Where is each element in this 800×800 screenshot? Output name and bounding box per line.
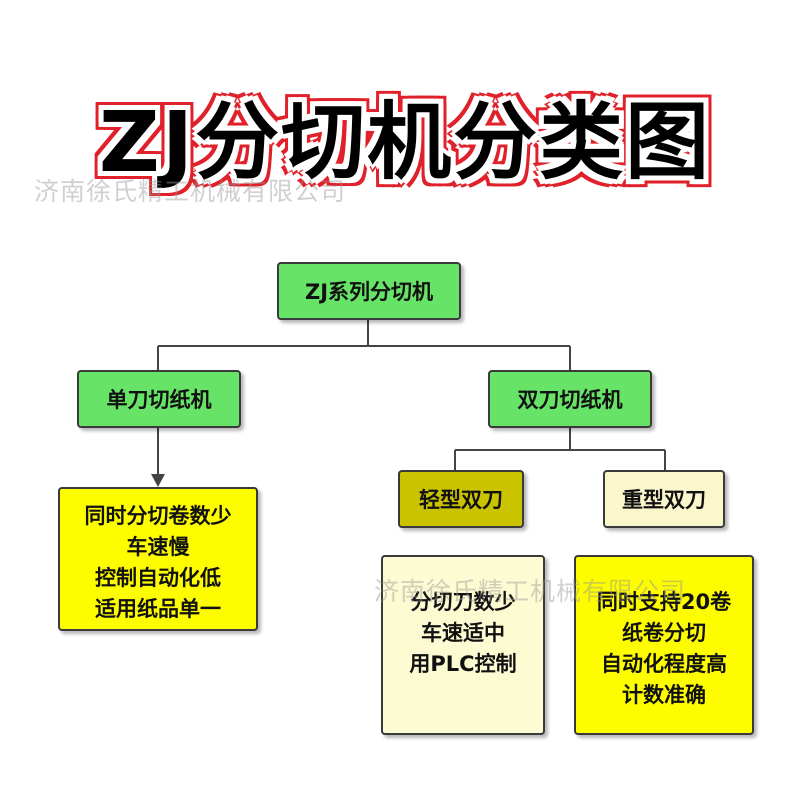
- single-blade-node: 单刀切纸机: [77, 370, 241, 428]
- heavy-double-node: 重型双刀: [603, 470, 725, 528]
- single-blade-details: 同时分切卷数少 车速慢 控制自动化低 适用纸品单一: [58, 487, 258, 631]
- root-node-label: ZJ系列分切机: [304, 280, 434, 304]
- detail-line: 自动化程度高: [601, 652, 727, 676]
- watermark-top: 济南徐氏精工机械有限公司: [34, 177, 347, 206]
- light-double-details: 分切刀数少 车速适中 用PLC控制: [381, 555, 545, 735]
- root-node: ZJ系列分切机: [277, 262, 461, 320]
- single-blade-label: 单刀切纸机: [106, 388, 212, 412]
- heavy-double-label: 重型双刀: [622, 488, 706, 512]
- heavy-double-details: 同时支持20卷 纸卷分切 自动化程度高 计数准确: [574, 555, 754, 735]
- detail-line: 计数准确: [622, 683, 706, 707]
- detail-line: 用PLC控制: [409, 652, 517, 676]
- detail-line: 适用纸品单一: [95, 597, 221, 621]
- arrow-head: [151, 474, 165, 487]
- watermark-bottom: 济南徐氏精工机械有限公司: [374, 577, 687, 606]
- double-blade-node: 双刀切纸机: [488, 370, 652, 428]
- detail-line: 控制自动化低: [95, 566, 221, 590]
- diagram-title: ZJ分切机分类图: [98, 93, 712, 191]
- detail-line: 车速慢: [126, 535, 190, 559]
- detail-line: 同时分切卷数少: [84, 504, 232, 528]
- detail-line: 分切刀数少: [410, 590, 516, 614]
- light-double-node: 轻型双刀: [398, 470, 524, 528]
- double-blade-label: 双刀切纸机: [517, 388, 623, 412]
- detail-line: 同时支持20卷: [596, 590, 732, 614]
- detail-line: 纸卷分切: [622, 621, 706, 645]
- light-double-label: 轻型双刀: [419, 488, 503, 512]
- detail-line: 车速适中: [421, 621, 505, 645]
